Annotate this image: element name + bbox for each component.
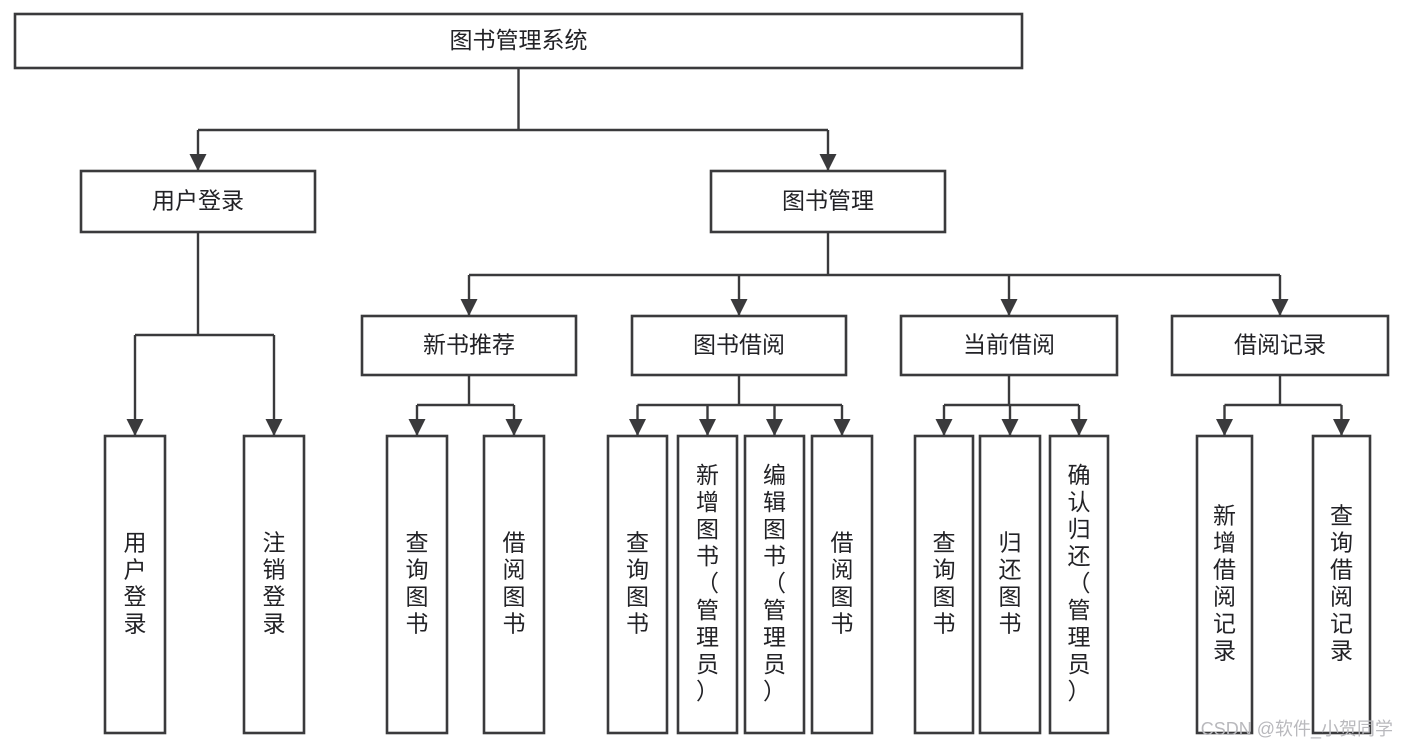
connector-edge-borrowrecord-split	[1216, 375, 1350, 436]
connector-edge-newbook-split	[408, 375, 523, 436]
node-box[interactable]	[899, 314, 1119, 377]
node-leaf-return-book[interactable]: 归还图书	[978, 434, 1042, 735]
node-leaf-query-book-2[interactable]: 查询图书	[606, 434, 669, 735]
node-box[interactable]	[482, 434, 546, 735]
node-box[interactable]	[103, 434, 167, 735]
node-label: 当前借阅	[963, 332, 1055, 358]
node-box[interactable]	[676, 434, 739, 735]
node-box[interactable]	[810, 434, 874, 735]
node-label: 查询图书	[933, 530, 956, 637]
node-user-login[interactable]: 用户登录	[79, 169, 317, 234]
node-leaf-borrow-book-2[interactable]: 借阅图书	[810, 434, 874, 735]
connector-edge-root-split	[189, 68, 837, 171]
node-box[interactable]	[13, 12, 1024, 70]
node-label: 确认归还（管理员）	[1068, 462, 1091, 704]
node-box[interactable]	[1048, 434, 1110, 735]
connector-edge-userlogin-split	[126, 232, 283, 436]
node-box[interactable]	[1195, 434, 1254, 735]
node-leaf-add-record[interactable]: 新增借阅记录	[1195, 434, 1254, 735]
node-label: 新增图书（管理员）	[696, 462, 719, 704]
csdn-watermark: CSDN @软件_小贺同学	[1200, 719, 1393, 739]
node-root[interactable]: 图书管理系统	[13, 12, 1024, 70]
node-leaf-user-login[interactable]: 用户登录	[103, 434, 167, 735]
node-leaf-query-book-1[interactable]: 查询图书	[385, 434, 449, 735]
node-box[interactable]	[360, 314, 578, 377]
node-leaf-confirm-return[interactable]: 确认归还（管理员）	[1048, 434, 1110, 735]
node-label: 用户登录	[124, 530, 147, 637]
node-book-borrow[interactable]: 图书借阅	[630, 314, 848, 377]
node-borrow-record[interactable]: 借阅记录	[1170, 314, 1390, 377]
node-box[interactable]	[743, 434, 806, 735]
node-label: 新增借阅记录	[1213, 503, 1236, 664]
node-box[interactable]	[242, 434, 306, 735]
node-box[interactable]	[978, 434, 1042, 735]
node-label: 图书借阅	[693, 332, 785, 358]
nodes-layer: 图书管理系统用户登录图书管理新书推荐图书借阅当前借阅借阅记录用户登录注销登录查询…	[13, 12, 1390, 735]
node-leaf-borrow-book-1[interactable]: 借阅图书	[482, 434, 546, 735]
node-box[interactable]	[606, 434, 669, 735]
node-box[interactable]	[630, 314, 848, 377]
node-box[interactable]	[385, 434, 449, 735]
node-label: 注销登录	[263, 530, 286, 637]
node-book-manage[interactable]: 图书管理	[709, 169, 947, 234]
node-box[interactable]	[1311, 434, 1372, 735]
node-label: 借阅记录	[1234, 332, 1326, 358]
node-box[interactable]	[1170, 314, 1390, 377]
node-box[interactable]	[913, 434, 975, 735]
node-label: 新书推荐	[423, 332, 515, 358]
node-label: 用户登录	[152, 188, 244, 214]
connectors-layer	[126, 68, 1350, 436]
node-label: 借阅图书	[831, 530, 854, 637]
node-leaf-logout[interactable]: 注销登录	[242, 434, 306, 735]
node-label: 图书管理	[782, 188, 874, 214]
node-label: 查询图书	[626, 530, 649, 637]
node-box[interactable]	[709, 169, 947, 234]
connector-edge-bookborrow-split	[629, 375, 851, 436]
node-label: 编辑图书（管理员）	[763, 462, 786, 704]
node-label: 查询借阅记录	[1330, 503, 1353, 664]
connector-edge-currentborrow-split	[935, 375, 1088, 436]
node-label: 归还图书	[999, 530, 1022, 637]
node-leaf-add-book[interactable]: 新增图书（管理员）	[676, 434, 739, 735]
node-current-borrow[interactable]: 当前借阅	[899, 314, 1119, 377]
node-label: 图书管理系统	[450, 27, 588, 53]
node-leaf-query-record[interactable]: 查询借阅记录	[1311, 434, 1372, 735]
node-leaf-edit-book[interactable]: 编辑图书（管理员）	[743, 434, 806, 735]
node-leaf-query-book-3[interactable]: 查询图书	[913, 434, 975, 735]
node-label: 借阅图书	[503, 530, 526, 637]
node-box[interactable]	[79, 169, 317, 234]
node-new-book-rec[interactable]: 新书推荐	[360, 314, 578, 377]
connector-edge-bookmanage-split	[460, 232, 1289, 316]
node-label: 查询图书	[406, 530, 429, 637]
